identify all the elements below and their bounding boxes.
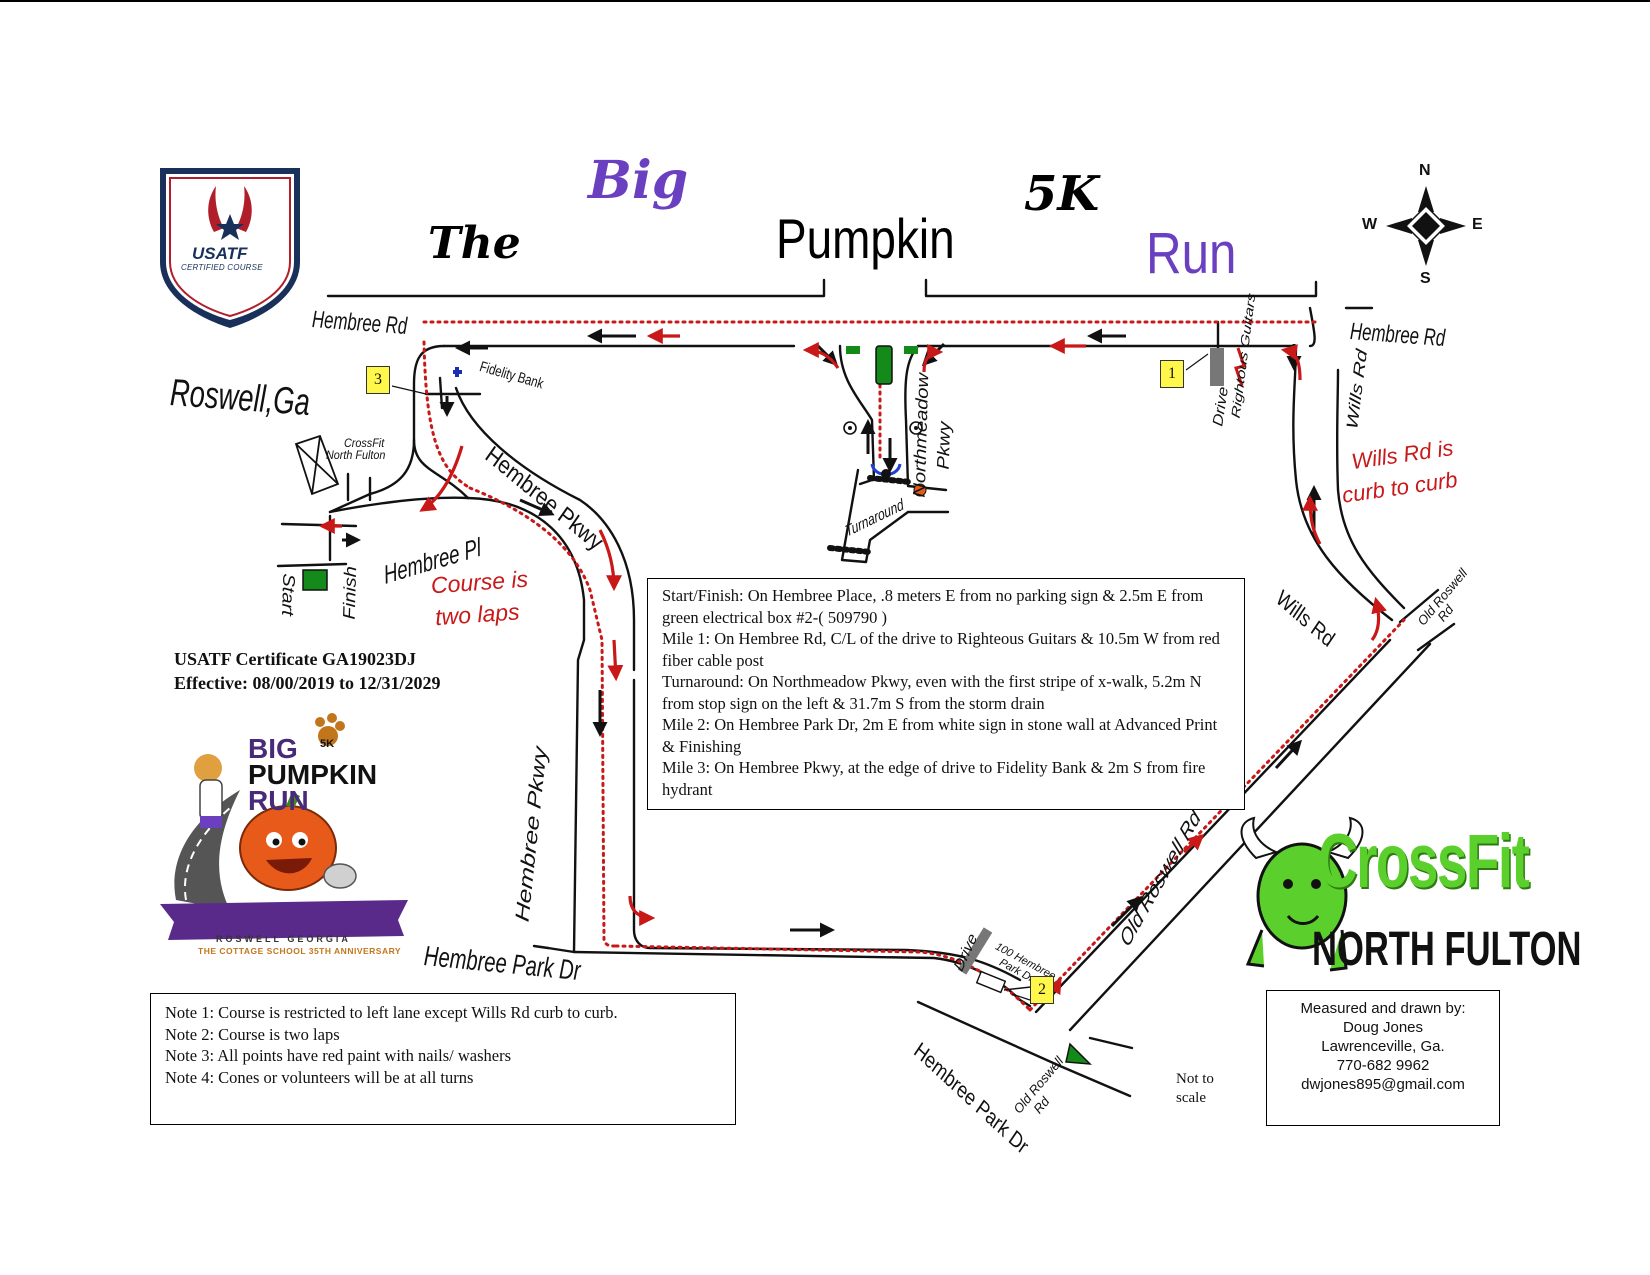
info-mile-1: Mile 1: On Hembree Rd, C/L of the drive … xyxy=(662,629,1220,670)
compass-n: N xyxy=(1419,162,1431,179)
street-northmeadow-2: Pkwy xyxy=(934,421,955,470)
info-start-finish: Start/Finish: On Hembree Place, .8 meter… xyxy=(662,586,1204,627)
label-start: Start xyxy=(277,573,298,617)
notes-box: Note 1: Course is restricted to left lan… xyxy=(150,993,736,1125)
label-finish: Finish xyxy=(340,565,361,620)
certificate-effective: Effective: 08/00/2019 to 12/31/2029 xyxy=(174,673,441,693)
title-pumpkin: Pumpkin xyxy=(776,207,955,270)
mile-marker-2: 2 xyxy=(1030,976,1054,1004)
mile-marker-1: 1 xyxy=(1160,360,1184,388)
credit-heading: Measured and drawn by: xyxy=(1300,1000,1466,1017)
bpr-logo-5k: 5K xyxy=(320,738,335,750)
title-big: Big xyxy=(588,150,689,211)
street-northmeadow-1: Northmeadow xyxy=(910,372,933,498)
bpr-logo-footer1: ROSWELL GEORGIA xyxy=(216,934,351,944)
info-mile-3: Mile 3: On Hembree Pkwy, at the edge of … xyxy=(662,758,1206,799)
crossfit-logo-line1: CrossFit xyxy=(1318,819,1530,904)
course-points-box: Start/Finish: On Hembree Place, .8 meter… xyxy=(647,578,1245,810)
bpr-logo-big: BIG xyxy=(248,733,298,764)
label-crossfit-2: North Fulton xyxy=(326,448,386,462)
info-turnaround: Turnaround: On Northmeadow Pkwy, even wi… xyxy=(662,672,1202,713)
bpr-logo-run: RUN xyxy=(248,785,309,816)
credit-name: Doug Jones xyxy=(1342,1019,1424,1036)
note-1: Note 1: Course is restricted to left lan… xyxy=(165,1003,618,1022)
info-mile-2: Mile 2: On Hembree Park Dr, 2m E from wh… xyxy=(662,715,1218,756)
title-run: Run xyxy=(1146,221,1237,286)
compass-e: E xyxy=(1472,216,1483,233)
usatf-logo-sub: CERTIFIED COURSE xyxy=(181,263,263,272)
credit-city: Lawrenceville, Ga. xyxy=(1321,1038,1445,1055)
top-border xyxy=(0,0,1650,2)
crossfit-logo-line2: NORTH FULTON xyxy=(1312,923,1582,976)
big-pumpkin-run-art xyxy=(160,713,408,940)
mile-marker-3: 3 xyxy=(366,366,390,394)
bpr-logo-footer2: THE COTTAGE SCHOOL 35TH ANNIVERSARY xyxy=(198,946,402,956)
label-crossfit-1: CrossFit xyxy=(344,436,385,450)
bpr-logo-pumpkin: PUMPKIN xyxy=(248,759,378,790)
title-5k: 5K xyxy=(1024,166,1100,222)
scale-note: Not to scale xyxy=(1176,1071,1214,1106)
compass-s: S xyxy=(1420,270,1431,287)
note-4: Note 4: Cones or volunteers will be at a… xyxy=(165,1067,474,1087)
credit-box: Measured and drawn by: Doug Jones Lawren… xyxy=(1266,990,1500,1126)
compass-rose xyxy=(1386,186,1466,266)
note-2: Note 2: Course is two laps xyxy=(165,1024,340,1044)
usatf-shield xyxy=(160,168,300,328)
certificate-block: USATF Certificate GA19023DJ Effective: 0… xyxy=(174,647,440,695)
compass-w: W xyxy=(1362,216,1378,233)
title-the: The xyxy=(428,218,521,269)
usatf-logo-name: USATF xyxy=(192,244,248,263)
certificate-number: USATF Certificate GA19023DJ xyxy=(174,649,416,669)
crossfit-bull-art xyxy=(1240,816,1364,972)
credit-phone: 770-682 9962 xyxy=(1336,1057,1430,1074)
note-3: Note 3: All points have red paint with n… xyxy=(165,1046,511,1065)
credit-email: dwjones895@gmail.com xyxy=(1301,1076,1465,1093)
